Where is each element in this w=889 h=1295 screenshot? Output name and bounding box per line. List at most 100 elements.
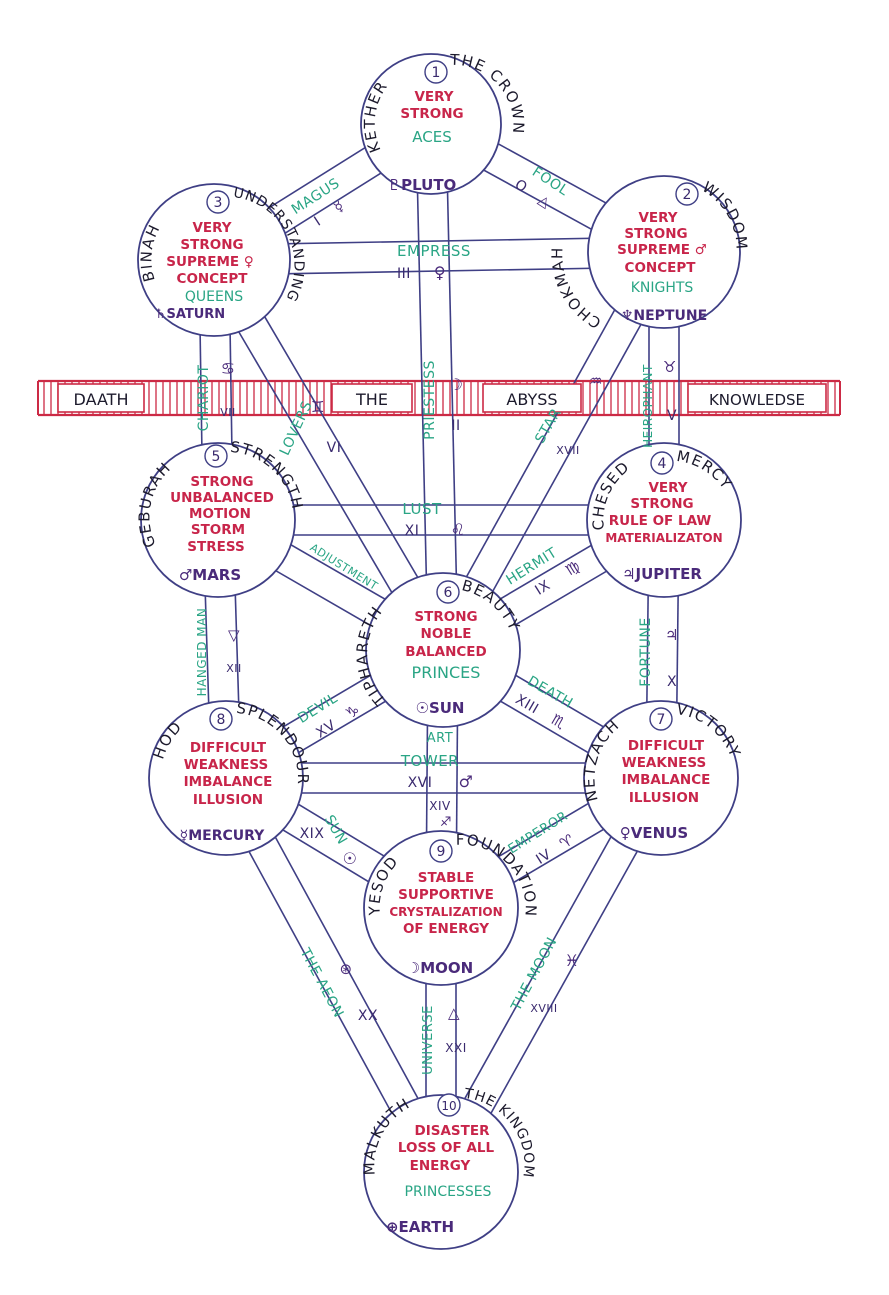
geburah-planet: ♂MARS bbox=[179, 566, 241, 584]
gemini-icon: ♊ bbox=[311, 398, 325, 416]
chesed-planet: ♃JUPITER bbox=[622, 565, 702, 583]
sephira-malkuth bbox=[363, 1094, 519, 1250]
capricorn-icon: ♑ bbox=[342, 700, 363, 723]
lust-card: LUST bbox=[402, 500, 442, 518]
binah-number: 3 bbox=[214, 195, 223, 211]
scorpio-icon: ♏ bbox=[548, 710, 569, 733]
empress-card: EMPRESS bbox=[397, 242, 471, 260]
hod-quality-2: WEAKNESS bbox=[184, 757, 268, 773]
hanged-man-card: HANGED MAN bbox=[195, 608, 209, 697]
lovers-numeral: VI bbox=[327, 440, 342, 456]
aquarius-icon: ♒ bbox=[589, 372, 603, 390]
adjustment-card: ADJUSTMENT bbox=[308, 541, 381, 593]
path-fool: FOOL O △ bbox=[512, 164, 572, 211]
chesed-quality-3: RULE OF LAW bbox=[609, 513, 712, 529]
sephira-binah bbox=[137, 183, 291, 337]
binah-quality-2: STRONG bbox=[180, 237, 243, 253]
empress-numeral: III bbox=[397, 266, 411, 282]
binah-quality-3: SUPREME ♀ bbox=[166, 254, 253, 270]
aries-icon: ♈ bbox=[556, 830, 577, 853]
chesed-number: 4 bbox=[658, 456, 667, 472]
geburah-number: 5 bbox=[212, 449, 221, 465]
abyss-label: ABYSS bbox=[506, 390, 557, 409]
hod-quality-3: IMBALANCE bbox=[184, 774, 273, 790]
tiphareth-quality-3: BALANCED bbox=[405, 644, 486, 660]
daath-label: DAATH bbox=[74, 390, 129, 409]
tiphareth-quality-2: NOBLE bbox=[421, 626, 472, 642]
abyss-labels: DAATH THE ABYSS KNOWLEDSE bbox=[57, 383, 827, 413]
aeon-card: THE AEON bbox=[296, 945, 346, 1021]
tiphareth-card: PRINCES bbox=[412, 663, 481, 682]
kether-number: 1 bbox=[432, 65, 441, 81]
mars-path-icon: ♂ bbox=[459, 772, 474, 791]
malkuth-quality-2: LOSS OF ALL bbox=[398, 1140, 495, 1156]
taurus-icon: ♉ bbox=[663, 358, 677, 376]
netzach-quality-2: WEAKNESS bbox=[622, 755, 706, 771]
sun-numeral: XIX bbox=[300, 826, 325, 842]
tiphareth-number: 6 bbox=[444, 585, 453, 601]
chokmah-planet: ♆NEPTUNE bbox=[621, 308, 707, 324]
hermit-numeral: IX bbox=[532, 577, 553, 598]
yesod-quality-4: OF ENERGY bbox=[403, 921, 489, 937]
cancer-icon: ♋ bbox=[221, 359, 236, 378]
tiphareth-planet: ☉SUN bbox=[416, 699, 465, 717]
netzach-number: 7 bbox=[657, 712, 666, 728]
yesod-quality-2: SUPPORTIVE bbox=[398, 887, 494, 903]
path-heirophant: HEIROPHANT bbox=[641, 364, 655, 448]
sephira-kether bbox=[360, 53, 502, 195]
geburah-quality-5: STRESS bbox=[187, 539, 244, 555]
kether-card: ACES bbox=[412, 128, 451, 146]
yesod-quality-1: STABLE bbox=[418, 870, 474, 886]
priestess-card: PRIESTESS bbox=[422, 360, 438, 440]
chokmah-quality-1: VERY bbox=[638, 210, 677, 226]
chokmah-quality-2: STRONG bbox=[624, 226, 687, 242]
lust-numeral: XI bbox=[405, 523, 420, 539]
chokmah-quality-4: CONCEPT bbox=[625, 260, 697, 276]
number-texts: 1 2 3 4 5 6 7 8 9 10 bbox=[212, 65, 692, 1113]
path-devil: DEVIL XV ♑ bbox=[295, 690, 363, 741]
hod-number: 8 bbox=[217, 712, 226, 728]
the-label: THE bbox=[355, 390, 388, 409]
geburah-quality-2: UNBALANCED bbox=[170, 490, 274, 506]
devil-numeral: XV bbox=[313, 717, 339, 741]
geburah-quality-3: MOTION bbox=[189, 506, 251, 522]
mercury-icon: ☿ bbox=[331, 198, 347, 216]
chokmah-card: KNIGHTS bbox=[631, 280, 694, 296]
chariot-numeral: VII bbox=[220, 406, 236, 419]
path-tube-priestess-a bbox=[415, 124, 429, 651]
sephira-inner-texts: VERY STRONG ACES ♇PLUTO VERY STRONG SUPR… bbox=[155, 89, 723, 1236]
sephira-hod bbox=[148, 700, 304, 856]
binah-quality-1: VERY bbox=[192, 220, 231, 236]
sephira-chesed bbox=[586, 442, 742, 598]
sephira-tiphareth bbox=[365, 572, 521, 728]
binah-card: QUEENS bbox=[185, 289, 243, 305]
kether-quality-1: VERY bbox=[414, 89, 453, 105]
hanged-man-numeral: XII bbox=[226, 662, 242, 675]
chesed-quality-4: MATERIALIZATON bbox=[605, 531, 722, 545]
sephira-geburah bbox=[140, 442, 296, 598]
path-fortune: FORTUNE bbox=[638, 617, 654, 686]
tower-numeral: XVI bbox=[408, 775, 433, 791]
chokmah-quality-3: SUPREME ♂ bbox=[617, 242, 707, 258]
sagittarius-icon: ♐ bbox=[440, 815, 452, 830]
chariot-card: CHARIOT bbox=[196, 365, 212, 432]
sun-path-icon: ☉ bbox=[343, 849, 358, 868]
leo-icon: ♌ bbox=[451, 520, 466, 539]
art-numeral: XIV bbox=[429, 799, 451, 813]
path-sun: SUN bbox=[321, 813, 350, 848]
sephira-netzach bbox=[583, 700, 739, 856]
universe-card: UNIVERSE bbox=[421, 1005, 436, 1075]
spirit-wheel-icon: ⊛ bbox=[339, 960, 352, 978]
magus-card: MAGUS bbox=[289, 175, 343, 218]
binah-quality-4: CONCEPT bbox=[177, 271, 249, 287]
water-triangle-icon: ▽ bbox=[228, 626, 240, 644]
path-chariot: CHARIOT bbox=[196, 365, 212, 432]
aeon-numeral: XX bbox=[358, 1008, 378, 1024]
netzach-quality-3: IMBALANCE bbox=[622, 772, 711, 788]
tiphareth-quality-1: STRONG bbox=[414, 609, 477, 625]
yesod-planet: ☽MOON bbox=[407, 959, 473, 977]
tower-card: TOWER bbox=[400, 752, 459, 770]
devil-card: DEVIL bbox=[295, 690, 340, 727]
moon-path-icon: ☽ bbox=[449, 375, 464, 394]
